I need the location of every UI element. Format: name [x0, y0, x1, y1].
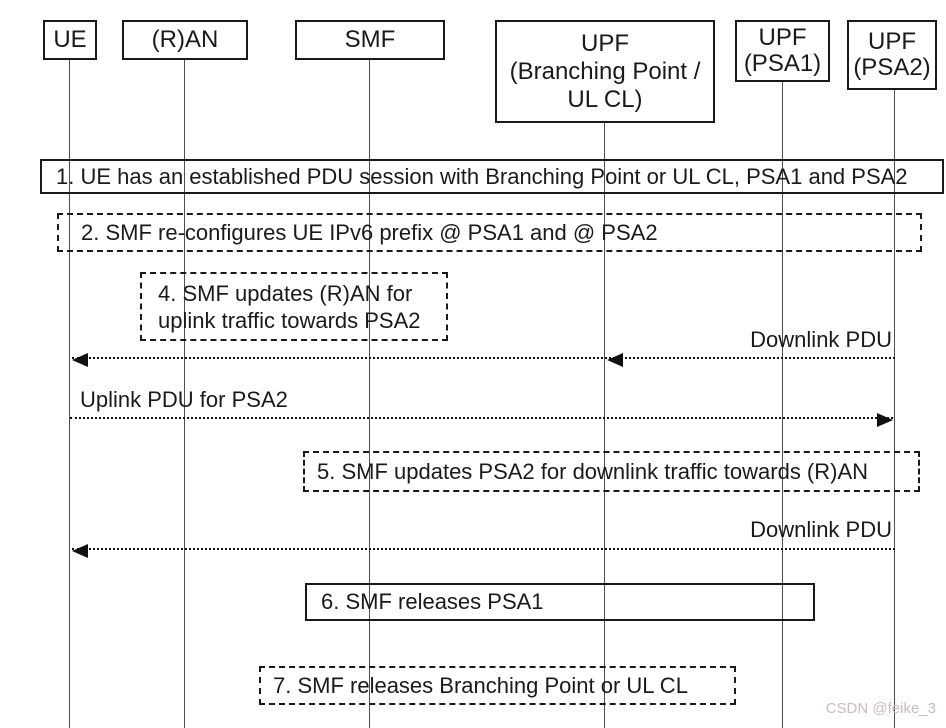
arrowhead-right-icon — [877, 413, 893, 427]
watermark: CSDN @feike_3 — [825, 700, 936, 717]
lifeline-ran — [184, 60, 185, 728]
actor-label-smf: SMF — [344, 26, 396, 53]
arrowhead-left-icon — [607, 353, 623, 367]
step-box-4: 4. SMF updates (R)AN for uplink traffic … — [140, 272, 448, 341]
step-box-1: 1. UE has an established PDU session wit… — [40, 159, 944, 194]
actor-box-upf-bp: UPF (Branching Point / UL CL) — [495, 20, 715, 123]
message-label-downlink-pdu-2: Downlink PDU — [750, 517, 892, 542]
actor-label-upf-bp-line2: (Branching Point / — [509, 57, 701, 85]
actor-label-upf-psa1-line2: (PSA1) — [743, 50, 822, 77]
actor-label-ue: UE — [53, 26, 87, 53]
actor-label-upf-psa2-line2: (PSA2) — [853, 54, 931, 81]
step-7-text: 7. SMF releases Branching Point or UL CL — [273, 672, 688, 698]
message-arrow-downlink-pdu-1 — [72, 353, 895, 367]
actor-label-upf-bp-line3: UL CL) — [567, 85, 643, 113]
lifeline-upf-bp — [604, 123, 605, 728]
step-4-text-line1: 4. SMF updates (R)AN for — [158, 280, 413, 306]
lifeline-ue — [69, 60, 70, 728]
step-box-5: 5. SMF updates PSA2 for downlink traffic… — [303, 451, 920, 492]
step-1-text: 1. UE has an established PDU session wit… — [56, 163, 908, 189]
message-arrow-uplink-pdu — [70, 413, 893, 427]
step-box-7: 7. SMF releases Branching Point or UL CL — [259, 666, 736, 705]
actor-box-smf: SMF — [295, 20, 445, 60]
step-box-2: 2. SMF re-configures UE IPv6 prefix @ PS… — [57, 213, 922, 252]
actor-box-ran: (R)AN — [122, 20, 248, 60]
step-5-text: 5. SMF updates PSA2 for downlink traffic… — [317, 458, 869, 484]
actor-label-upf-psa1-line1: UPF — [758, 24, 807, 51]
arrowhead-left-icon — [72, 353, 88, 367]
step-6-text: 6. SMF releases PSA1 — [321, 589, 544, 614]
step-2-text: 2. SMF re-configures UE IPv6 prefix @ PS… — [81, 219, 658, 245]
actor-box-ue: UE — [43, 20, 97, 60]
actor-box-upf-psa1: UPF (PSA1) — [735, 20, 830, 82]
message-label-uplink-pdu: Uplink PDU for PSA2 — [80, 387, 288, 412]
message-arrow-downlink-pdu-2 — [72, 544, 895, 558]
arrowhead-left-icon — [72, 544, 88, 558]
step-box-6: 6. SMF releases PSA1 — [305, 583, 815, 621]
message-label-downlink-pdu-1: Downlink PDU — [750, 327, 892, 352]
lifeline-upf-psa1 — [782, 82, 783, 728]
lifeline-upf-psa2 — [894, 90, 895, 728]
step-4-text-line2: uplink traffic towards PSA2 — [158, 307, 421, 333]
actor-label-ran: (R)AN — [151, 26, 219, 53]
actor-box-upf-psa2: UPF (PSA2) — [847, 20, 937, 90]
actor-label-upf-psa2-line1: UPF — [868, 28, 916, 55]
lifeline-smf — [369, 60, 370, 728]
actor-label-upf-bp-line1: UPF — [581, 29, 629, 57]
